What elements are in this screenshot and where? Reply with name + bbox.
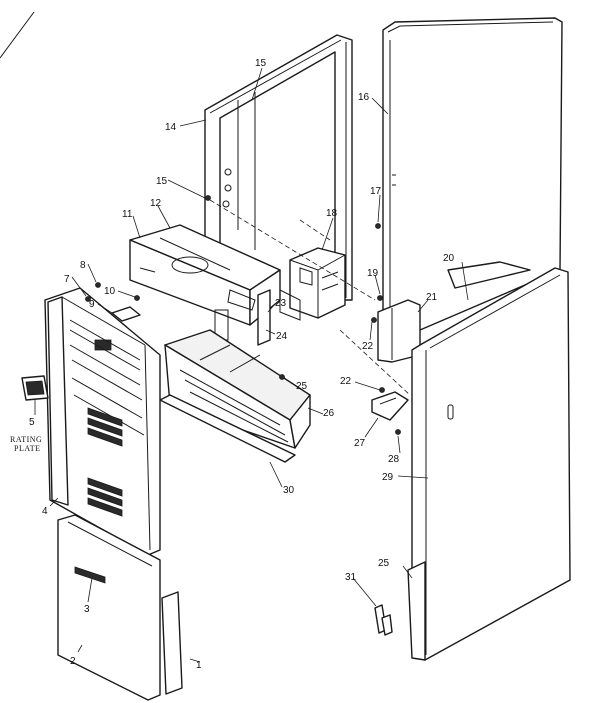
callout-31: 31	[345, 572, 357, 583]
part-20-top-strip	[447, 261, 531, 289]
callout-16: 16	[358, 92, 370, 103]
part-30-base-plate	[159, 394, 296, 463]
callout-5: 5	[29, 417, 35, 428]
callout-22-lower: 22	[340, 376, 352, 387]
callout-25-lower: 25	[378, 558, 390, 569]
callout-17: 17	[370, 186, 382, 197]
callout-9: 9	[89, 299, 95, 310]
callout-28: 28	[388, 454, 400, 465]
callout-4: 4	[42, 506, 48, 517]
callout-24: 24	[276, 331, 288, 342]
screws	[85, 195, 401, 435]
part-25-lower-rail	[407, 561, 426, 661]
callout-27: 27	[354, 438, 366, 449]
assembly-lines	[209, 199, 411, 396]
part-16-side-panel	[382, 17, 563, 336]
rating-plate-label-line2: PLATE	[14, 444, 41, 453]
callout-25-upper: 25	[296, 381, 308, 392]
callout-22-upper: 22	[362, 341, 374, 352]
callout-7: 7	[64, 274, 70, 285]
part-31-clip	[374, 604, 393, 636]
part-18-control-box	[279, 247, 346, 321]
callout-19: 19	[367, 268, 379, 279]
rating-plate-label-line1: RATING	[10, 435, 42, 444]
callout-29: 29	[382, 472, 394, 483]
callout-12: 12	[150, 198, 162, 209]
callout-2: 2	[70, 656, 76, 667]
louver-grille-upper	[87, 407, 123, 447]
callout-20: 20	[443, 253, 455, 264]
callout-15: 15	[255, 58, 267, 69]
callout-3: 3	[84, 604, 90, 615]
callout-8: 8	[80, 260, 86, 271]
part-24-strip	[257, 289, 271, 346]
callout-23: 23	[275, 298, 287, 309]
part-29-outer-side-panel	[411, 267, 571, 661]
part-5-rating-plate	[21, 375, 49, 401]
callout-1: 1	[196, 660, 202, 671]
part-26-burner-tray	[164, 329, 311, 449]
louver-grille-lower	[87, 477, 123, 517]
callout-11: 11	[122, 209, 133, 220]
part-1-thin-panel	[161, 591, 183, 695]
callout-14: 14	[165, 122, 177, 133]
callout-18: 18	[326, 208, 338, 219]
callout-26: 26	[323, 408, 335, 419]
callout-10: 10	[104, 286, 116, 297]
part-27-small-bracket	[371, 391, 409, 421]
callout-21: 21	[426, 292, 438, 303]
part-4-front-door	[44, 287, 161, 556]
callout-30: 30	[283, 485, 295, 496]
callout-labels: 1 2 3 4 5 7 8 9 10 11 12 15 14 15 16 17 …	[29, 58, 455, 671]
leader-lines	[34, 67, 469, 663]
callout-13: 15	[156, 176, 168, 187]
part-2-lower-door	[57, 514, 161, 701]
part-9-plate	[111, 306, 141, 322]
corner-mark	[0, 11, 35, 59]
